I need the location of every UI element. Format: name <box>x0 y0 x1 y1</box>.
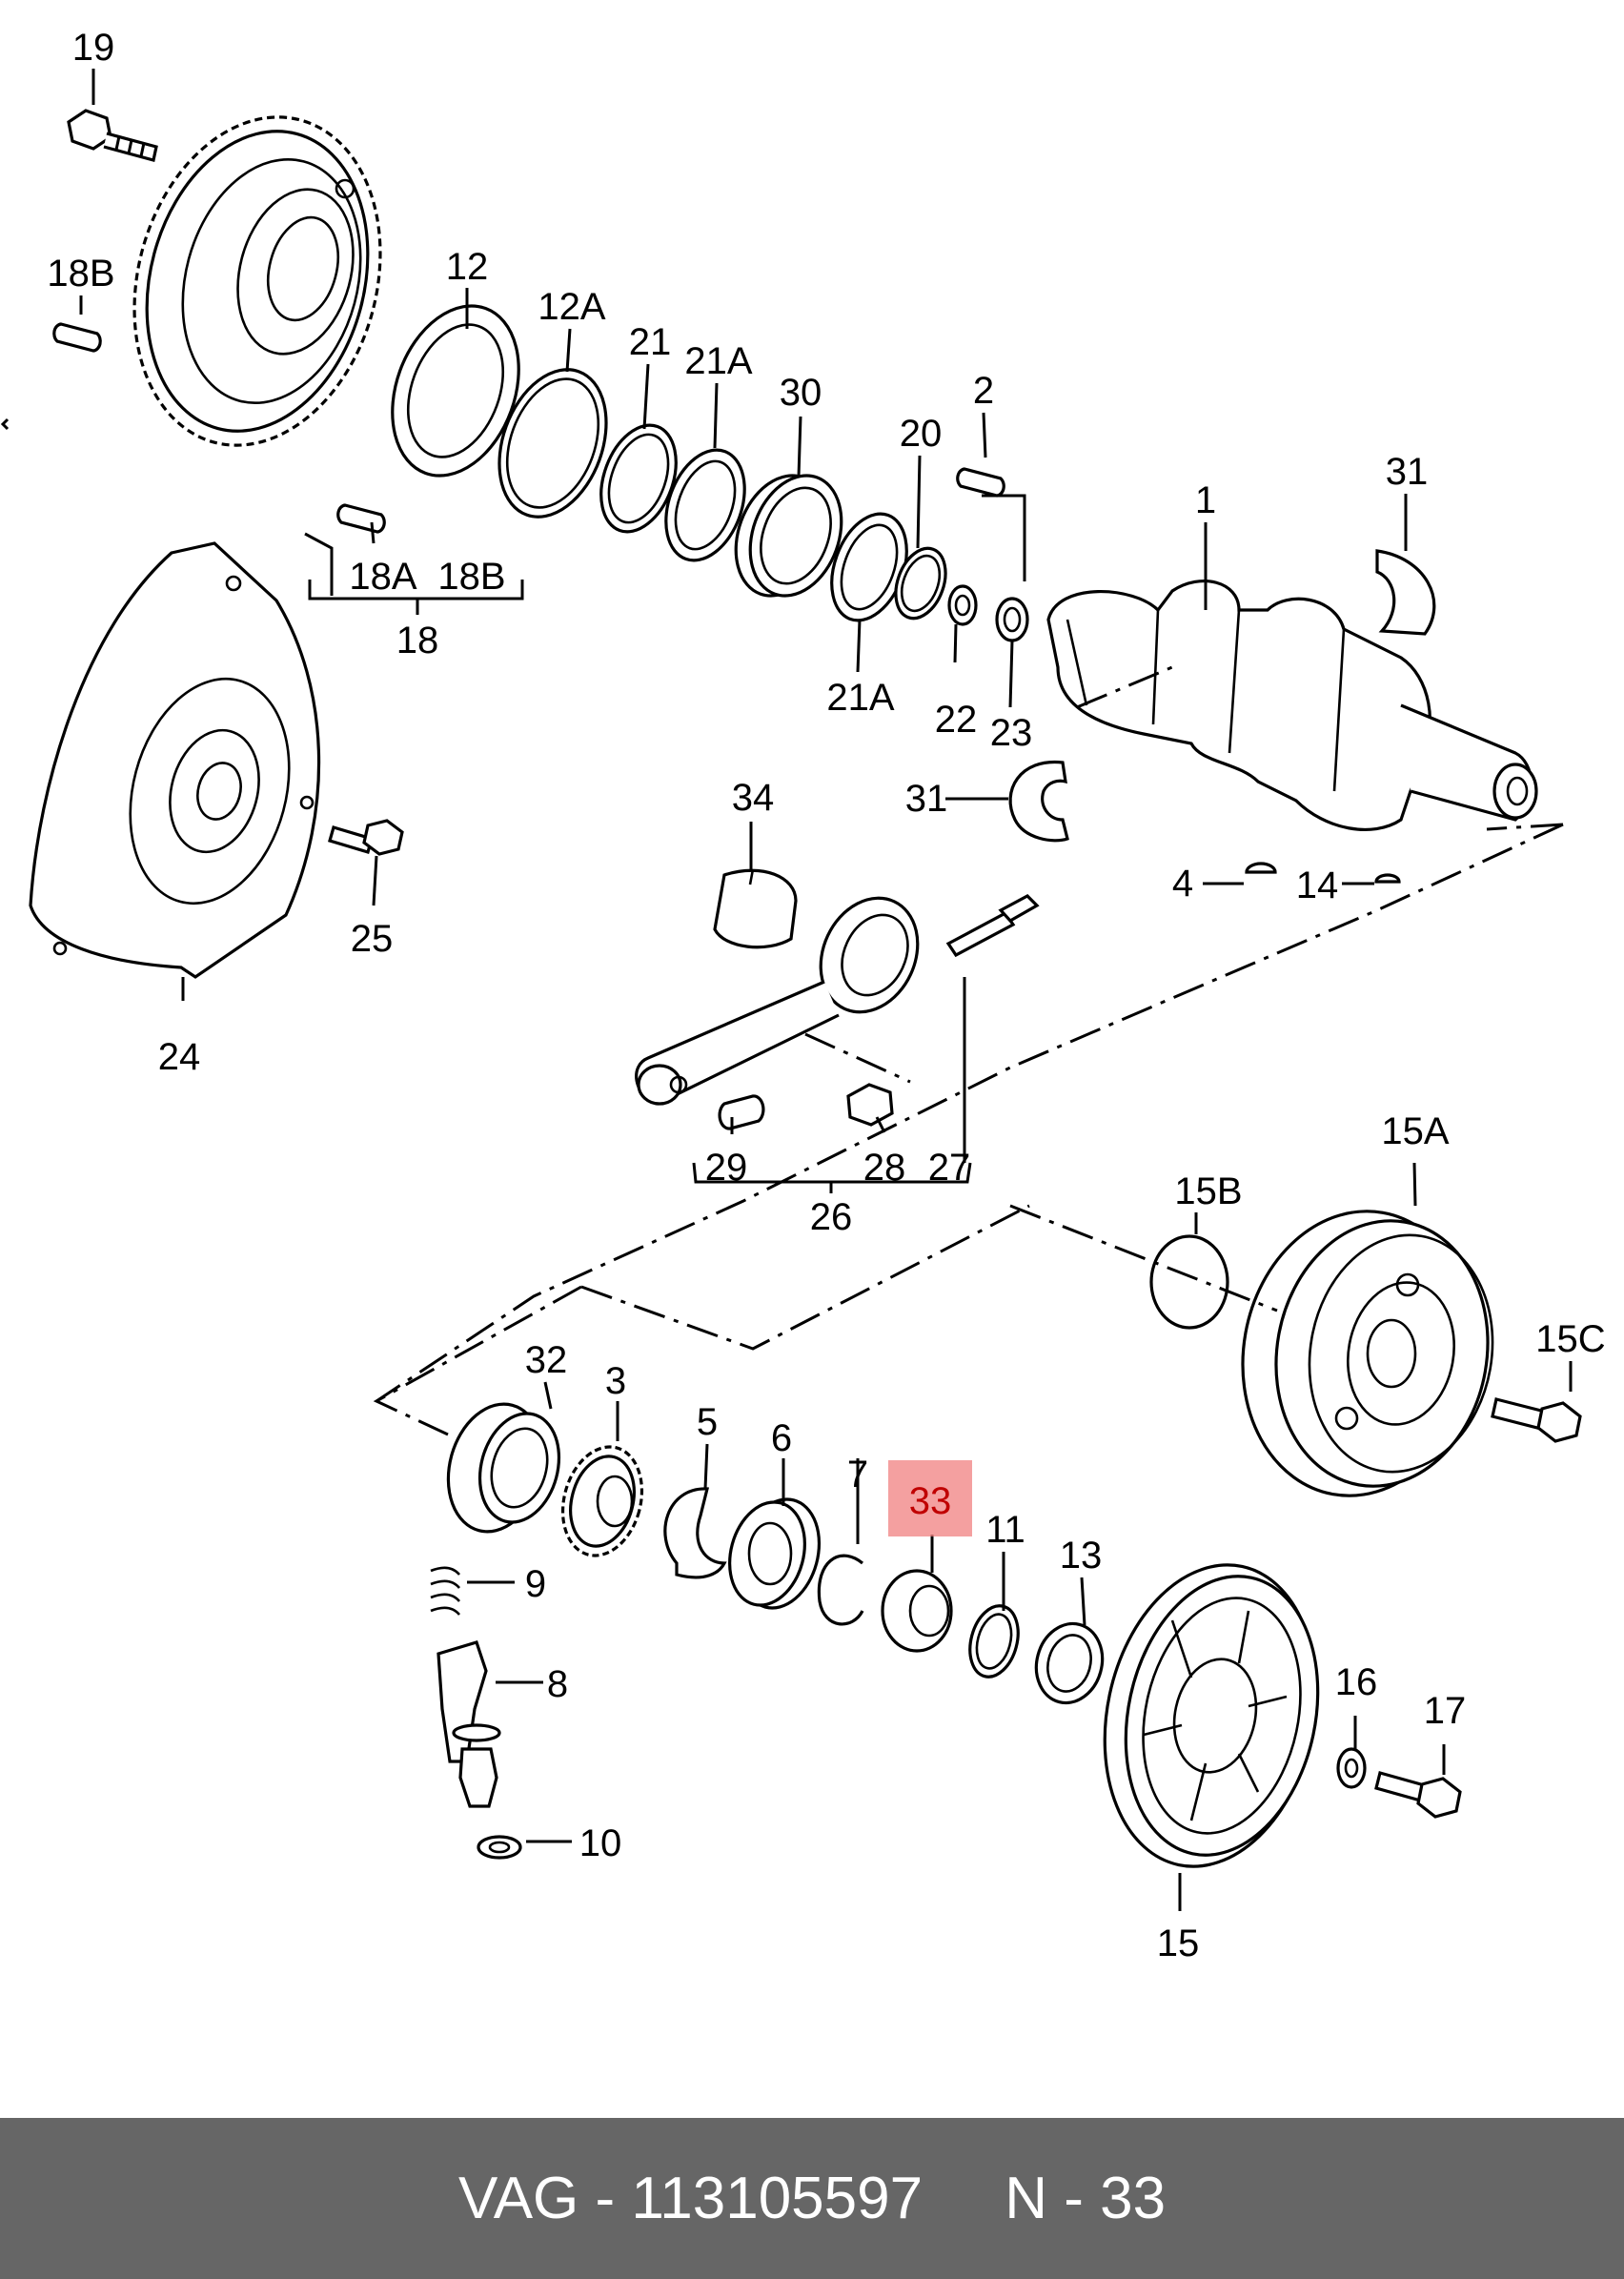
highlight-box <box>888 1460 972 1536</box>
callout-1: 1 <box>1195 479 1216 521</box>
gear-3 <box>560 1445 644 1557</box>
woodruff-key-14 <box>1374 873 1401 884</box>
callout-3: 3 <box>605 1360 626 1402</box>
callout-18b-left: 18B <box>47 253 114 295</box>
o-ring-15b <box>1149 1234 1229 1330</box>
crankshaft-pulley-15a <box>1241 1210 1494 1497</box>
callout-15c: 15C <box>1535 1318 1605 1360</box>
callout-24: 24 <box>158 1036 201 1078</box>
callout-18: 18 <box>396 620 439 661</box>
callout-17: 17 <box>1424 1690 1467 1732</box>
callout-34: 34 <box>732 777 775 819</box>
felt-ring-23 <box>995 597 1029 642</box>
drive-plate-24 <box>29 541 321 979</box>
callout-10: 10 <box>579 1822 622 1864</box>
bearing-shell-31-bottom <box>1008 760 1069 843</box>
callout-25: 25 <box>351 918 394 960</box>
bolt-17 <box>1374 1771 1462 1819</box>
assembly-line-c <box>1486 823 1564 831</box>
callout-16: 16 <box>1335 1661 1378 1703</box>
callout-13: 13 <box>1060 1535 1103 1577</box>
seal-13 <box>1034 1621 1105 1705</box>
callout-21: 21 <box>629 321 672 363</box>
leader-lines <box>79 69 1573 1911</box>
assembly-line-e <box>373 1285 582 1436</box>
callout-5: 5 <box>697 1401 718 1443</box>
callout-18a: 18A <box>349 556 416 598</box>
callout-31-top: 31 <box>1386 451 1429 493</box>
con-rod-bolt-27 <box>945 894 1040 958</box>
callout-15: 15 <box>1157 1923 1200 1964</box>
needle-bearing-22 <box>947 584 978 626</box>
dowel-pin-18b <box>52 322 102 353</box>
callout-21a-top: 21A <box>684 340 752 382</box>
flywheel-part <box>132 115 382 447</box>
callout-8: 8 <box>547 1663 568 1705</box>
callout-15a: 15A <box>1381 1110 1449 1152</box>
callout-28: 28 <box>863 1147 906 1189</box>
callout-7: 7 <box>847 1454 868 1496</box>
callout-4: 4 <box>1172 863 1193 905</box>
callout-23: 23 <box>990 712 1033 754</box>
callout-22: 22 <box>935 699 978 741</box>
callout-21a-bottom: 21A <box>826 677 894 719</box>
margin-mark <box>0 417 10 431</box>
callout-14: 14 <box>1296 865 1339 906</box>
callout-32: 32 <box>525 1339 568 1381</box>
spacer-5 <box>663 1487 727 1579</box>
gear-6 <box>728 1497 822 1610</box>
callout-33-highlighted: 33 <box>909 1480 952 1522</box>
callout-2: 2 <box>973 370 994 412</box>
o-ring-20 <box>894 546 947 621</box>
woodruff-key-4 <box>1245 862 1277 874</box>
bearing-shell-31-top <box>1375 549 1436 636</box>
callout-20: 20 <box>900 413 943 455</box>
assembly-line-f <box>1076 665 1173 709</box>
footer-part-number-text: VAG - 113105597 N - 33 <box>457 2166 1167 2231</box>
main-bearing-30 <box>734 474 843 598</box>
callout-9: 9 <box>525 1563 546 1605</box>
callout-15b: 15B <box>1174 1170 1242 1212</box>
connecting-rod <box>635 896 920 1106</box>
callout-29: 29 <box>705 1147 748 1189</box>
bolt-25 <box>328 819 404 856</box>
callout-6: 6 <box>771 1417 792 1459</box>
callout-31-bottom: 31 <box>905 778 948 820</box>
bolt-15c <box>1491 1397 1582 1443</box>
callout-27: 27 <box>928 1147 971 1189</box>
dowel-pin-2 <box>956 467 1005 498</box>
oil-seal-12 <box>391 304 520 478</box>
washer-10 <box>477 1835 522 1860</box>
part-number-footer: VAG - 113105597 N - 33 <box>0 2118 1624 2279</box>
thrust-ring-21a-top <box>664 448 746 562</box>
gasket-12a <box>497 368 608 519</box>
assembly-line-a <box>376 823 1564 1403</box>
callout-12a: 12A <box>538 286 605 328</box>
callout-12: 12 <box>446 246 489 288</box>
assembly-line-d <box>580 1204 1030 1351</box>
circlip-7 <box>817 1554 864 1626</box>
spring-9 <box>430 1566 460 1616</box>
con-rod-nut-28 <box>846 1083 894 1127</box>
crankshaft-1 <box>1046 580 1538 831</box>
plunger-8 <box>436 1640 501 1808</box>
exploded-parts-diagram: 19 18B 18A 18B 18 12 12A 21 21A 30 2 20 … <box>0 27 1606 1964</box>
callout-30: 30 <box>780 372 822 414</box>
assembly-line-g <box>804 1032 911 1084</box>
oil-seal-32 <box>446 1402 561 1534</box>
v-belt-pulley-15 <box>1103 1563 1320 1868</box>
dowel-pin-18a <box>336 503 386 534</box>
con-rod-bush-29 <box>718 1094 765 1130</box>
bearing-ring-33 <box>881 1569 953 1653</box>
bearing-shell-34 <box>713 868 798 949</box>
callout-18b-bracket: 18B <box>437 556 505 598</box>
callout-11: 11 <box>985 1509 1025 1551</box>
callout-19: 19 <box>72 27 115 69</box>
callout-26: 26 <box>810 1196 853 1238</box>
washer-16 <box>1336 1747 1367 1789</box>
flywheel-bolt <box>67 109 158 162</box>
assembly-line-b <box>1009 1204 1278 1312</box>
o-ring-11 <box>968 1604 1020 1679</box>
